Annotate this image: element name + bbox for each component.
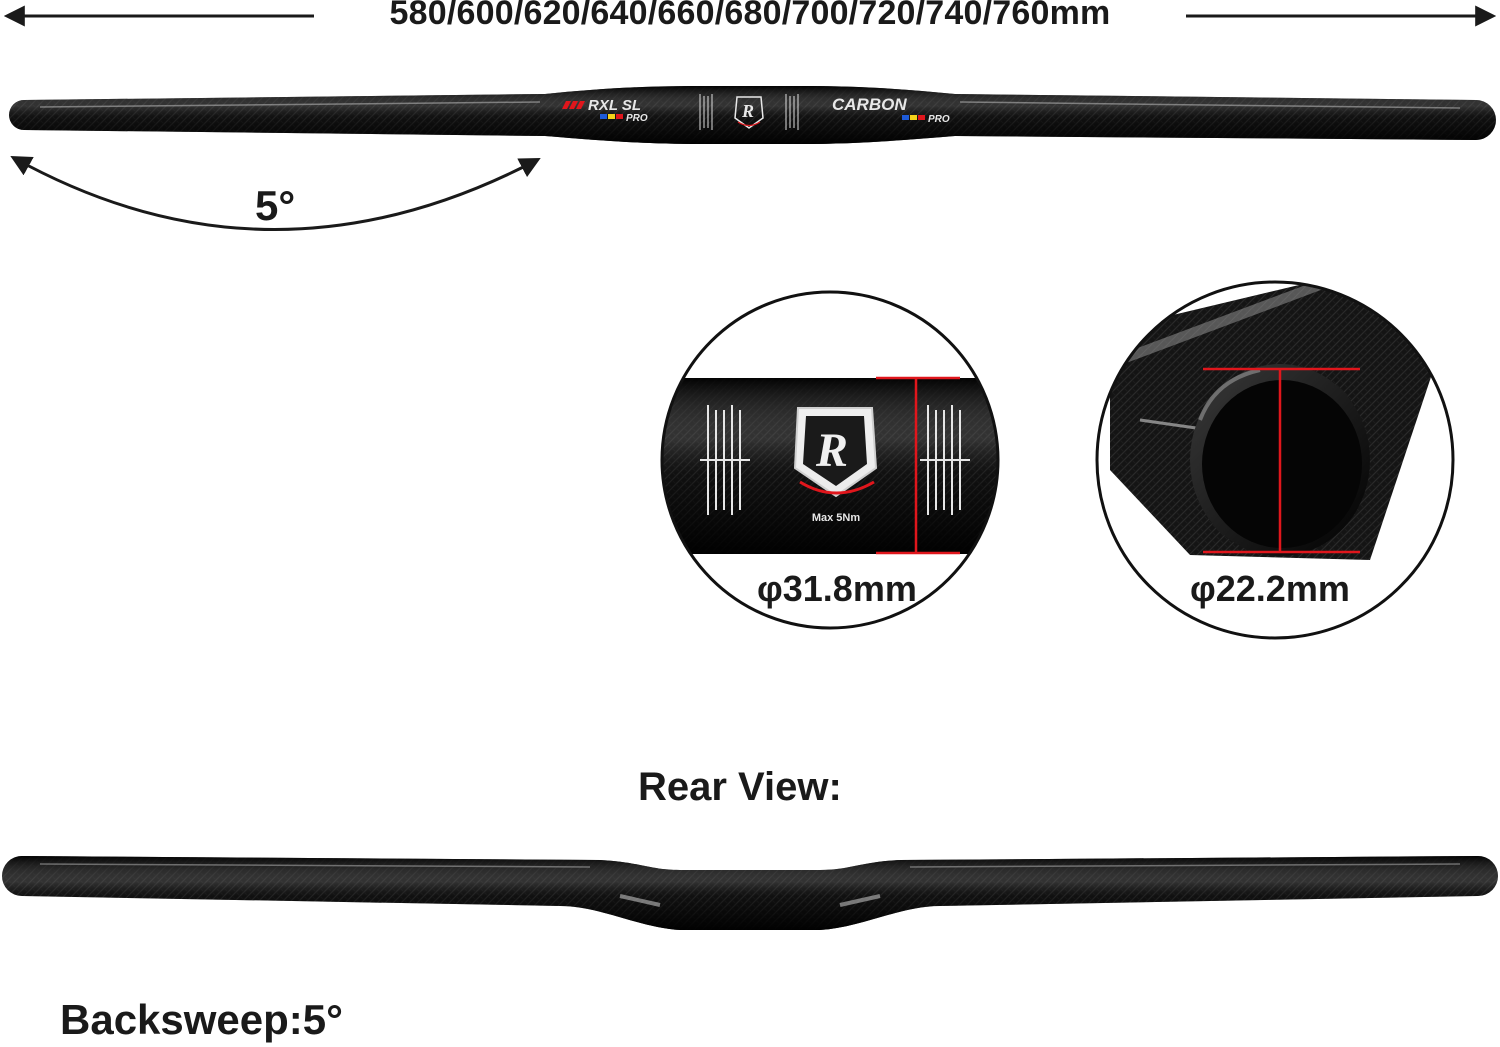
- bar-decal-model: RXL SL PRO: [562, 97, 648, 124]
- bar-logo-letter: R: [741, 101, 754, 121]
- sweep-angle-arc: [10, 155, 541, 231]
- handlebar-top-view: RXL SL PRO R CARBON PRO: [9, 86, 1496, 144]
- bar-model-text: RXL SL: [588, 97, 641, 114]
- bar-decal-material: CARBON PRO: [832, 95, 950, 125]
- clamp-diameter-marker: [876, 376, 960, 555]
- sweep-angle-label: 5°: [255, 182, 296, 229]
- end-diameter-label: φ22.2mm: [1190, 568, 1350, 609]
- width-options-label: 580/600/620/640/660/680/700/720/740/760m…: [389, 0, 1111, 32]
- bar-model-sub-text: PRO: [626, 113, 648, 124]
- bar-center-logo: R: [734, 96, 764, 129]
- bar-clamp-scale-left: [699, 94, 713, 130]
- bar-clamp-scale-right: [785, 94, 799, 130]
- clamp-torque-text: Max 5Nm: [812, 512, 861, 524]
- bar-material-sub-text: PRO: [928, 114, 950, 125]
- bar-end-detail-circle: [1095, 280, 1455, 640]
- clamp-diameter-label: φ31.8mm: [757, 568, 917, 609]
- bar-material-text: CARBON: [832, 95, 907, 114]
- end-diameter-marker: [1203, 367, 1360, 554]
- clamp-logo-letter: R: [815, 424, 848, 477]
- handlebar-rear-view: [2, 856, 1498, 930]
- clamp-detail-circle: R Max 5Nm: [660, 290, 1000, 630]
- rear-view-heading: Rear View:: [638, 765, 842, 809]
- backsweep-label: Backsweep:5°: [60, 996, 343, 1043]
